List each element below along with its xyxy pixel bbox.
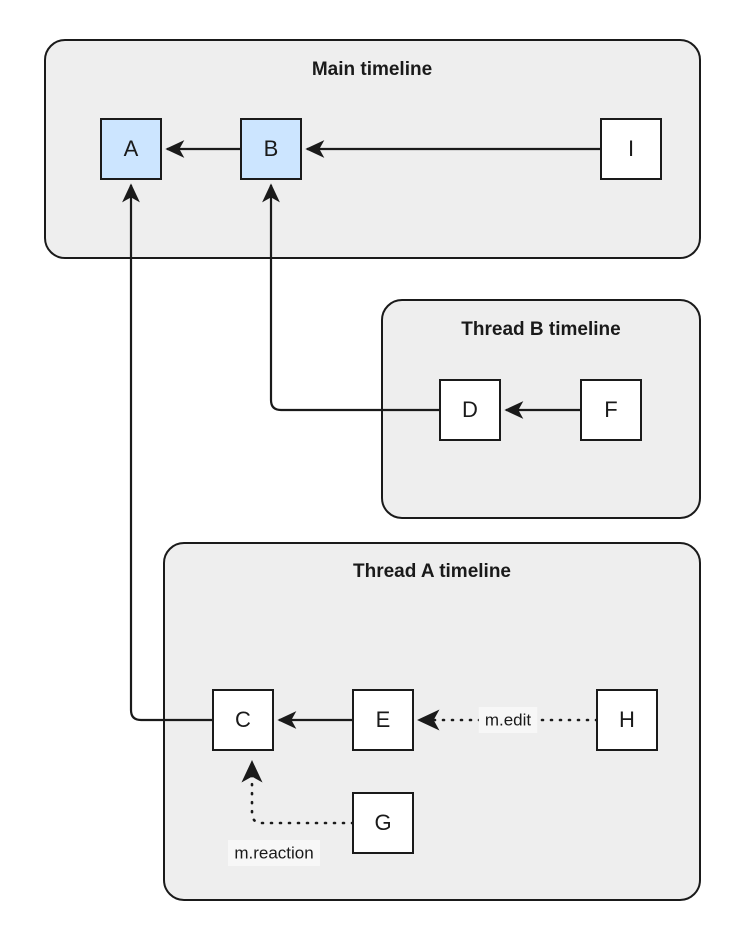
node-box-H[interactable]: [596, 689, 658, 751]
node-label-F: F: [604, 397, 617, 422]
node-box-E[interactable]: [352, 689, 414, 751]
node-box-F[interactable]: [580, 379, 642, 441]
node-box-B[interactable]: [240, 118, 302, 180]
node-label-A: A: [124, 136, 139, 161]
event-nodes: A B I D F C E H G: [100, 118, 662, 854]
node-B[interactable]: B: [240, 118, 302, 180]
edge-label-bg-G-to-C: [228, 840, 320, 866]
node-I[interactable]: I: [600, 118, 662, 180]
node-label-I: I: [628, 136, 634, 161]
edge-D-to-B: [262, 183, 440, 412]
group-title-main: Main timeline: [312, 59, 432, 80]
node-box-C[interactable]: [212, 689, 274, 751]
node-label-H: H: [619, 707, 635, 732]
node-box-D[interactable]: [439, 379, 501, 441]
node-H[interactable]: H: [596, 689, 658, 751]
node-label-E: E: [376, 707, 391, 732]
node-label-C: C: [235, 707, 251, 732]
edge-label-bg-H-to-E: [478, 707, 538, 733]
node-G[interactable]: G: [352, 792, 414, 854]
group-title-thread_a: Thread A timeline: [353, 561, 511, 582]
node-label-D: D: [462, 397, 478, 422]
edge-labels: m.edit m.reaction: [228, 707, 538, 866]
node-box-A[interactable]: [100, 118, 162, 180]
node-label-G: G: [374, 810, 391, 835]
edge-label-G-to-C: m.reaction: [234, 843, 313, 862]
group-title-thread_b: Thread B timeline: [461, 319, 620, 340]
node-label-B: B: [264, 136, 279, 161]
edge-C-to-A: [122, 183, 213, 722]
node-C[interactable]: C: [212, 689, 274, 751]
node-A[interactable]: A: [100, 118, 162, 180]
edge-label-H-to-E: m.edit: [485, 710, 532, 729]
node-D[interactable]: D: [439, 379, 501, 441]
node-box-G[interactable]: [352, 792, 414, 854]
node-box-I[interactable]: [600, 118, 662, 180]
edge-G-to-C: [241, 760, 355, 825]
node-F[interactable]: F: [580, 379, 642, 441]
node-E[interactable]: E: [352, 689, 414, 751]
